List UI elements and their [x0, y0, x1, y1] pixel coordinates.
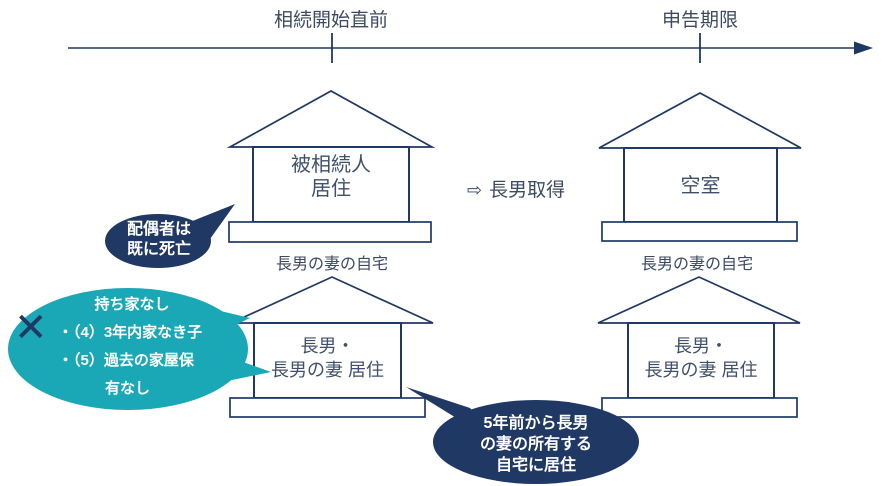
house-bottom-left [229, 276, 434, 418]
callout-wife-owned-home-line1: 5年前から長男 [483, 415, 589, 432]
callout-no-own-home-title: 持ち家なし [94, 296, 170, 313]
timeline-start-label: 相続開始直前 [273, 10, 388, 31]
timeline-end-label: 申告期限 [661, 10, 738, 31]
house-bottom-right-occupant-line2: 長男の妻 居住 [644, 360, 758, 380]
callout-spouse-deceased-line1: 配偶者は [126, 221, 191, 238]
house-top-left-roof [226, 90, 436, 148]
house-top-right-roof [598, 92, 802, 149]
callout-spouse-deceased-text: 配偶者は 既に死亡 [112, 220, 206, 260]
house-top-left-base [228, 221, 432, 243]
house-top-left-occupant-line2: 居住 [311, 178, 351, 200]
house-top-left [226, 90, 436, 243]
callout-wife-owned-home-text: 5年前から長男 の妻の所有する 自宅に居住 [446, 413, 626, 476]
transfer-note: ⇨ 長男取得 [467, 175, 565, 202]
callout-wife-owned-home-line3: 自宅に居住 [495, 457, 576, 474]
house-bottom-left-roof [230, 276, 434, 324]
house-bottom-right [597, 276, 801, 418]
house-top-right-base [601, 221, 798, 242]
house-top-right [598, 92, 802, 242]
callout-no-own-home-text: 持ち家なし ・（4）3年内家なき子 ・（5）過去の家屋保 有なし [38, 291, 226, 403]
house-bottom-left-occupant-line2: 長男の妻 居住 [270, 360, 384, 380]
callout-no-own-home-item2-cont: 有なし [105, 380, 151, 397]
callout-no-own-home-item1: ・（4）3年内家なき子 [58, 324, 203, 341]
wife-home-caption-right: 長男の妻の自宅 [640, 256, 753, 273]
house-bottom-left-base [229, 397, 426, 418]
x-mark-icon: ✕ [14, 306, 48, 350]
callout-spouse-deceased-ellipse [105, 214, 211, 268]
house-bottom-left-occupant-line1: 長男・ [300, 336, 355, 356]
house-top-right-body [623, 147, 778, 223]
callout-spouse-deceased-bubble [105, 204, 235, 268]
callout-wife-owned-home-line2: の妻の所有する [479, 436, 592, 453]
house-bottom-right-occupant: 長男・ 長男の妻 居住 [628, 334, 774, 382]
house-bottom-right-roof [597, 276, 801, 324]
callout-no-own-home-ellipse [8, 288, 248, 410]
callout-no-own-home-bubble [8, 288, 271, 410]
house-bottom-left-occupant: 長男・ 長男の妻 居住 [254, 334, 401, 382]
timeline-arrowhead-icon [854, 41, 873, 55]
house-top-left-occupant: 被相続人 居住 [253, 153, 409, 201]
house-bottom-right-base [601, 397, 798, 418]
wife-home-caption-left: 長男の妻の自宅 [275, 256, 388, 273]
house-top-right-occupant: 空室 [680, 175, 721, 197]
house-bottom-right-occupant-line1: 長男・ [674, 336, 728, 356]
transfer-label: 長男取得 [489, 180, 566, 201]
house-bottom-right-body [627, 322, 775, 399]
house-top-left-occupant-line1: 被相続人 [291, 154, 371, 176]
callout-wife-owned-home-bubble [406, 387, 639, 484]
callout-wife-owned-home-ellipse [433, 400, 639, 484]
transfer-arrow-icon: ⇨ [467, 180, 483, 200]
callout-no-own-home-item2: ・（5）過去の家屋保 [58, 352, 194, 369]
callout-spouse-deceased-line2: 既に死亡 [126, 241, 191, 258]
